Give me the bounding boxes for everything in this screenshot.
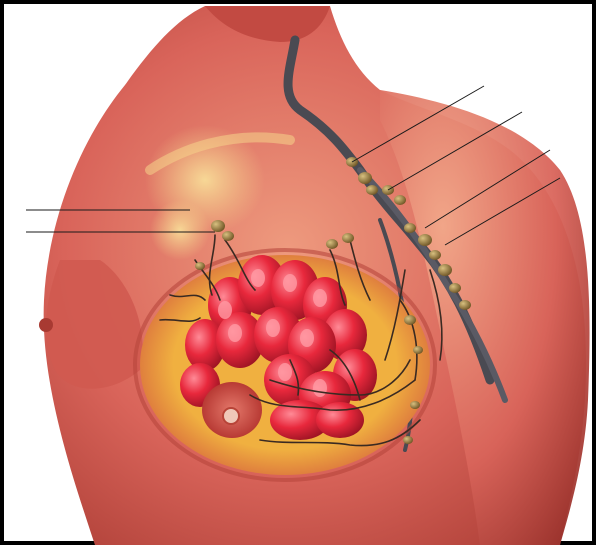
left-nipple <box>39 318 53 332</box>
lymph-node <box>404 315 416 325</box>
lymph-node <box>429 250 441 260</box>
lymph-node <box>358 172 372 184</box>
lymph-node <box>342 233 354 243</box>
lymph-node <box>438 264 452 276</box>
lymph-node <box>326 239 338 249</box>
lymph-node <box>222 231 234 241</box>
lymph-node <box>410 401 420 409</box>
lymph-node <box>413 346 423 354</box>
lymph-node <box>449 283 461 293</box>
nipple <box>223 408 239 424</box>
lymph-node <box>403 436 413 444</box>
lymph-node <box>404 223 416 233</box>
lymph-node <box>394 195 406 205</box>
lymph-node <box>418 234 432 246</box>
lymph-node <box>211 220 225 232</box>
sternum-highlight <box>150 200 210 260</box>
lymph-node <box>366 185 378 195</box>
lymph-node <box>195 262 205 270</box>
lymph-node <box>459 300 471 310</box>
